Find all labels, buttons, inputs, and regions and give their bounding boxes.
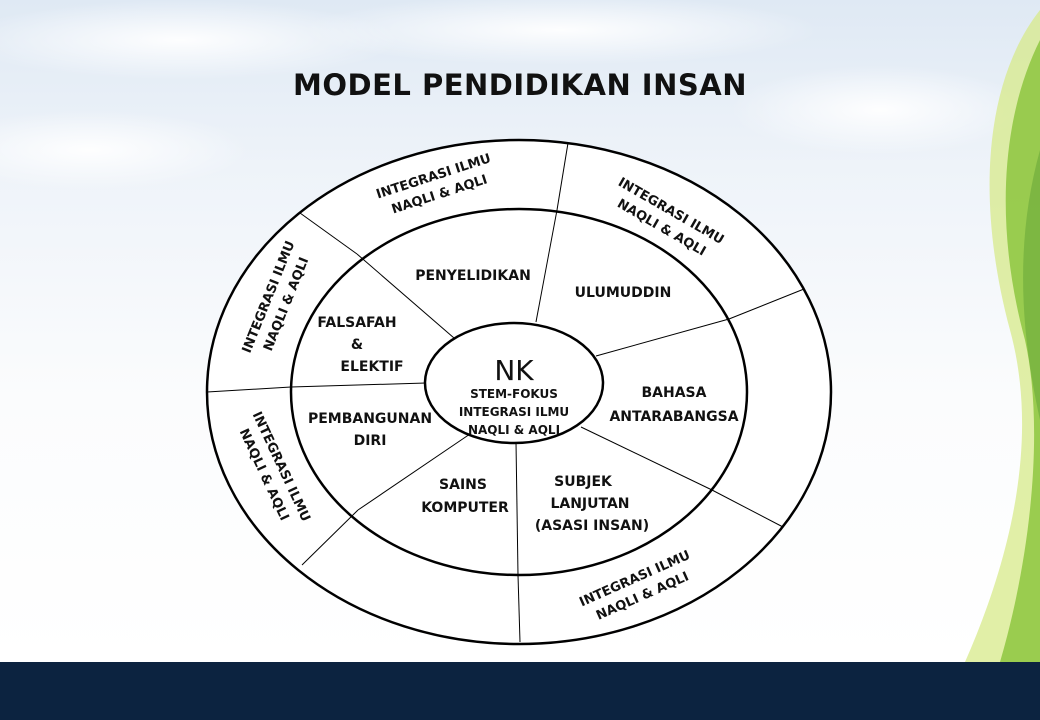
segment-bahasa-label: BAHASA xyxy=(642,385,707,401)
slide-title: MODEL PENDIDIKAN INSAN xyxy=(293,68,747,102)
inner-spoke xyxy=(595,318,730,357)
outer-divider xyxy=(299,212,358,255)
inner-spoke xyxy=(515,441,519,576)
outer-divider xyxy=(517,574,521,643)
center-line: STEM-FOKUS xyxy=(470,387,558,401)
segment-subjek-label: LANJUTAN xyxy=(550,496,629,512)
center-main-label: NK xyxy=(494,354,534,387)
outer-divider xyxy=(206,386,292,393)
outer-divider xyxy=(711,489,784,528)
green-swoosh-decoration xyxy=(1023,150,1040,420)
center-line: INTEGRASI ILMU xyxy=(459,405,569,419)
segment-falsafah-label: FALSAFAH xyxy=(317,315,396,331)
inner-spoke xyxy=(580,426,713,491)
inner-spoke xyxy=(357,433,471,511)
segment-bahasa-label: ANTARABANGSA xyxy=(609,409,738,425)
inner-spoke xyxy=(290,382,427,388)
segment-sains-label: SAINS xyxy=(439,477,487,493)
center-line: NAQLI & AQLI xyxy=(468,423,560,437)
segment-pembangunan-label: PEMBANGUNAN xyxy=(308,411,432,427)
segment-ulumuddin-label: ULUMUDDIN xyxy=(575,285,672,301)
outer-divider xyxy=(301,509,359,566)
footer-bar xyxy=(0,662,1040,720)
segment-falsafah-label: ELEKTIF xyxy=(340,359,403,375)
segment-sains-label: KOMPUTER xyxy=(421,500,509,516)
segment-penyelidikan-label: PENYELIDIKAN xyxy=(415,268,531,284)
segment-subjek-label: (ASASI INSAN) xyxy=(535,518,649,534)
outer-divider xyxy=(556,142,569,211)
inner-spoke xyxy=(535,209,558,323)
center-ellipse xyxy=(423,321,605,445)
inner-spoke xyxy=(356,253,455,339)
segment-falsafah-label: & xyxy=(351,337,363,353)
segment-subjek-label: SUBJEK xyxy=(554,474,613,490)
segment-pembangunan-label: DIRI xyxy=(354,433,387,449)
outer-divider xyxy=(728,288,805,320)
